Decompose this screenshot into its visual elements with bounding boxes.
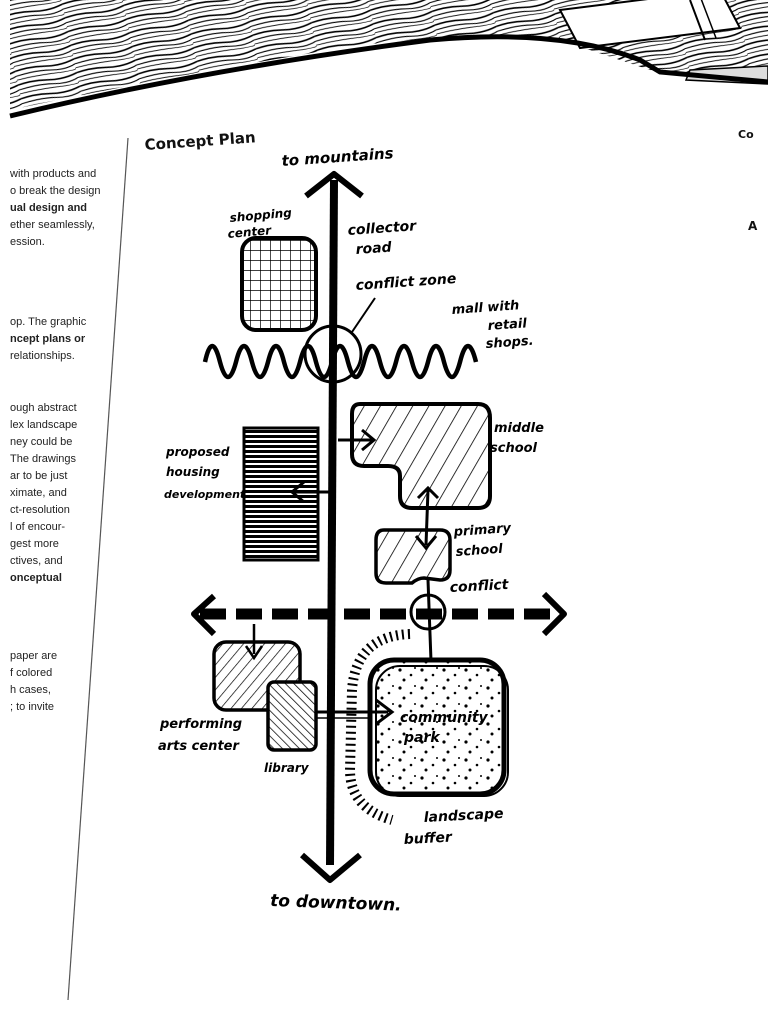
label-performing-arts-1: performing xyxy=(159,717,242,732)
community-park-outline xyxy=(375,665,509,797)
library-block xyxy=(266,680,318,752)
page-title: Concept Plan xyxy=(144,128,256,154)
right-header: Co xyxy=(738,128,754,141)
label-landscape-buffer-1: landscape xyxy=(423,806,504,826)
label-collector-road-2: road xyxy=(355,239,393,258)
body-text-line: ctives, and xyxy=(10,555,63,567)
conflict-zone-circle xyxy=(303,324,363,384)
shopping-center-block xyxy=(240,236,318,332)
label-to-downtown: to downtown. xyxy=(270,891,402,916)
body-text-line: ar to be just xyxy=(10,470,68,482)
label-library: library xyxy=(264,761,310,775)
label-shopping-center-1: shopping xyxy=(229,206,293,225)
body-text-line: ney could be xyxy=(10,436,73,448)
primary-school-block xyxy=(374,528,452,585)
body-text-line: paper are xyxy=(10,650,58,662)
label-landscape-buffer-2: buffer xyxy=(403,829,453,848)
middle-school-block xyxy=(350,402,492,510)
body-text-line: relationships. xyxy=(10,350,75,362)
arrow-left-icon xyxy=(191,593,217,637)
body-text-line: ximate, and xyxy=(10,487,67,499)
library-park-connector xyxy=(316,698,395,726)
body-text-line: l of encour- xyxy=(10,521,66,533)
body-text-line: ; to invite xyxy=(10,701,55,713)
school-connector xyxy=(414,485,440,551)
body-text-line: f colored xyxy=(10,667,53,679)
body-text-line: op. The graphic xyxy=(10,316,87,328)
label-middle-school-1: middle xyxy=(494,421,544,436)
arrow-up-icon xyxy=(304,171,364,199)
community-park-block xyxy=(367,657,507,797)
body-text-line: ncept plans or xyxy=(10,333,86,345)
label-community-park-1: community xyxy=(400,710,489,726)
arrow-down-icon xyxy=(300,852,362,883)
right-fragment: A xyxy=(748,219,758,233)
arrow-right-icon xyxy=(541,591,567,637)
label-community-park-2: park xyxy=(403,730,441,746)
east-west-road xyxy=(191,591,567,637)
body-text-line: gest more xyxy=(10,538,59,550)
label-middle-school-2: school xyxy=(490,441,538,456)
landscape-buffer xyxy=(344,629,411,825)
body-text-line: with products and xyxy=(10,168,97,180)
label-mall-1: mall with xyxy=(451,298,520,318)
body-text-para-3: ough abstract lex landscape ney could be Th… xyxy=(10,400,110,587)
body-text-line: ether seamlessly, xyxy=(10,219,95,231)
label-primary-school-2: school xyxy=(455,542,503,560)
body-text-line: ession. xyxy=(10,236,45,248)
body-text-line: ough abstract xyxy=(10,402,77,414)
body-text-line: h cases, xyxy=(10,684,51,696)
collector-road xyxy=(300,171,364,883)
label-shopping-center-2: center xyxy=(227,223,273,241)
label-collector-road-1: collector xyxy=(347,218,418,239)
label-mall-2: retail xyxy=(487,316,528,334)
label-housing-1: proposed xyxy=(165,445,230,459)
housing-block xyxy=(242,426,320,562)
body-text-line: ual design and xyxy=(10,202,88,214)
body-text-line: lex landscape xyxy=(10,419,78,431)
mall-squiggle xyxy=(202,343,479,380)
label-housing-2: housing xyxy=(166,465,220,479)
body-text-para-1: with products and o break the design ual d… xyxy=(10,166,110,251)
housing-arrow-icon xyxy=(289,480,330,504)
label-mall-3: shops. xyxy=(485,334,534,352)
page-edge xyxy=(9,34,768,119)
body-text-line: onceptual xyxy=(10,572,62,584)
label-to-mountains: to mountains xyxy=(281,144,394,170)
body-text-line: o break the design xyxy=(10,185,101,197)
body-text-line: ct-resolution xyxy=(10,504,70,516)
label-housing-3: development xyxy=(164,488,246,501)
column-divider xyxy=(67,137,129,1001)
conflict-zone-leader xyxy=(351,297,376,333)
body-text-line: The drawings xyxy=(10,453,77,465)
arts-arrow-icon xyxy=(244,624,264,661)
label-primary-school-1: primary xyxy=(452,521,512,540)
school-arrow-icon xyxy=(338,428,377,452)
body-text-para-2: op. The graphic ncept plans or relationshi… xyxy=(10,314,110,365)
label-conflict: conflict xyxy=(449,577,510,596)
label-performing-arts-2: arts center xyxy=(158,739,240,754)
label-conflict-zone: conflict zone xyxy=(355,271,457,294)
body-text-para-4: paper are f colored h cases, ; to invite xyxy=(10,648,110,716)
